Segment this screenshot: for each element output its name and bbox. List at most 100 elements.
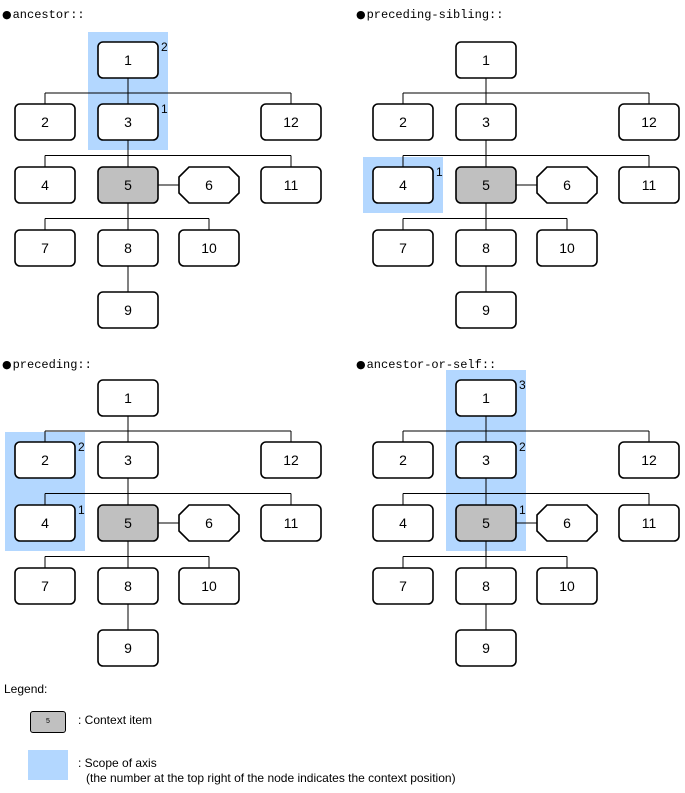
tree-node [455,103,517,141]
context-node [455,504,517,542]
tree-node [14,103,76,141]
tree-node-label: 1 [124,390,132,406]
context-position-label: 1 [436,165,443,179]
tree-node [97,629,159,667]
tree-node [372,567,434,605]
context-position-label: 2 [78,440,85,454]
tree-node-label: 5 [482,177,490,193]
tree-node [618,103,680,141]
tree-node-label: 5 [482,515,490,531]
tree-node [455,41,517,79]
tree-node-label: 11 [642,515,657,531]
tree-node-label: 11 [642,177,657,193]
tree-node-label: 2 [399,452,407,468]
tree-node [536,567,598,605]
tree-node [97,441,159,479]
tree-node [455,291,517,329]
tree-node-label: 12 [641,114,657,130]
tree-node [14,441,76,479]
tree-node-octagon [178,504,240,542]
tree-node [372,166,434,204]
bullet-icon: ● [356,358,366,371]
tree-node-label: 10 [201,240,217,256]
tree-node [372,504,434,542]
tree-node-label: 1 [482,390,490,406]
tree-node-label: 12 [283,114,299,130]
tree-node-label: 3 [124,452,132,468]
tree-node [455,629,517,667]
tree-node [618,504,680,542]
tree-node-label: 9 [124,302,132,318]
context-node [455,166,517,204]
tree-node [97,229,159,267]
tree-node-label: 4 [399,177,407,193]
tree-node-label: 6 [205,515,213,531]
bullet-icon: ● [2,8,12,21]
tree-node-label: 5 [124,177,132,193]
tree-node-label: 11 [284,515,299,531]
tree-node [618,166,680,204]
tree-node [260,504,322,542]
tree-node [14,567,76,605]
tree-node [455,441,517,479]
tree-node-label: 8 [124,240,132,256]
tree-node [536,229,598,267]
tree-node [97,379,159,417]
tree-node-octagon [536,166,598,204]
tree-node-label: 2 [41,114,49,130]
tree-node-label: 10 [559,578,575,594]
tree-node-label: 3 [482,114,490,130]
tree-node [372,229,434,267]
tree-node-label: 9 [482,640,490,656]
diagram-title-ancestor-or-self: ●ancestor-or-self:: [356,358,497,372]
tree-node-label: 7 [399,578,407,594]
context-position-label: 1 [519,503,526,517]
tree-node-label: 10 [201,578,217,594]
tree-node-label: 4 [41,515,49,531]
tree-node [14,504,76,542]
tree-node [97,567,159,605]
tree-node [455,379,517,417]
tree-node-label: 10 [559,240,575,256]
tree-node-label: 7 [41,240,49,256]
bullet-icon: ● [356,8,366,21]
tree-node-label: 9 [482,302,490,318]
tree-node-label: 5 [124,515,132,531]
tree-node-label: 8 [482,578,490,594]
tree-node [178,567,240,605]
diagram-title-preceding-sibling: ●preceding-sibling:: [356,8,504,22]
tree-node [260,441,322,479]
legend-scope-note: (the number at the top right of the node… [86,771,456,785]
tree-node-label: 4 [41,177,49,193]
tree-node-label: 12 [283,452,299,468]
legend-scope-text: : Scope of axis [78,756,157,770]
tree-node-label: 6 [563,515,571,531]
tree-node-label: 1 [124,52,132,68]
legend-context-swatch: 5 [30,711,66,733]
context-position-label: 1 [161,102,168,116]
tree-node [372,441,434,479]
tree-node-label: 8 [482,240,490,256]
tree-node-label: 9 [124,640,132,656]
tree-node-label: 7 [41,578,49,594]
tree-node [97,291,159,329]
tree-node-label: 3 [124,114,132,130]
tree-node [260,166,322,204]
tree-node [178,229,240,267]
diagram-title-ancestor: ●ancestor:: [2,8,85,22]
tree-node-label: 2 [399,114,407,130]
tree-node-label: 2 [41,452,49,468]
legend-context-text: : Context item [78,713,153,727]
tree-node [455,229,517,267]
tree-node [372,103,434,141]
tree-node-label: 6 [205,177,213,193]
tree-node [260,103,322,141]
legend-scope-swatch [28,750,68,780]
tree-node-label: 4 [399,515,407,531]
tree-node [97,41,159,79]
tree-node-label: 6 [563,177,571,193]
